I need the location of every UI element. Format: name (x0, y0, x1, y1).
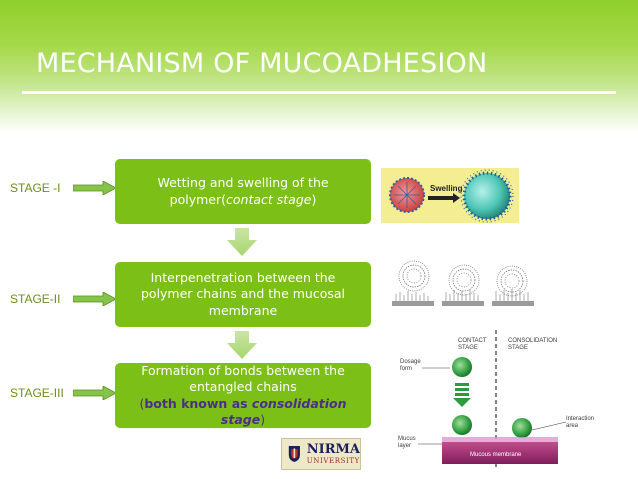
stage-1-label: STAGE -I (10, 181, 61, 195)
stage-2-line-2: polymer chains and the mucosal (140, 286, 345, 302)
stage-2-line-3: membrane (208, 302, 278, 318)
swelling-illustration: Swelling (381, 168, 519, 223)
stage-2-arrow-icon (73, 292, 117, 306)
nirma-university-logo: NIRMA UNIVERSITY (281, 438, 361, 470)
logo-name: NIRMA (306, 442, 360, 457)
stage-1-box: Wetting and swelling of the polymer(cont… (115, 159, 371, 224)
stage-3-line-1: Formation of bonds between the (141, 363, 345, 378)
stage-2-box: Interpenetration between the polymer cha… (115, 262, 371, 327)
logo-subtitle: UNIVERSITY (306, 457, 360, 465)
stage-3-arrow-icon (73, 386, 117, 400)
interpenetration-illustration (392, 260, 534, 306)
stage-3-line-3: (both known as consolidation stage) (139, 395, 347, 427)
title-underline (22, 91, 616, 94)
page-title: MECHANISM OF MUCOADHESION (36, 48, 488, 79)
stage-3-line-2: entangled chains (189, 379, 297, 395)
stage-3-box: Formation of bonds between the entangled… (115, 363, 371, 428)
title-banner (0, 0, 638, 132)
stage-2-label: STAGE-II (10, 292, 61, 306)
down-arrow-1-icon (227, 228, 257, 256)
stage-1-arrow-icon (73, 181, 117, 195)
stage-1-line-1: Wetting and swelling of the (157, 175, 329, 191)
stage-1-line-2: polymer(contact stage) (169, 191, 317, 207)
stage-3-label: STAGE-III (10, 386, 64, 400)
down-arrow-2-icon (227, 331, 257, 359)
mucous-membrane-label: Mucous membrane (470, 452, 522, 458)
stage-2-line-1: Interpenetration between the (150, 270, 336, 286)
swelling-caption: Swelling (430, 184, 463, 193)
university-crest-icon (288, 446, 300, 462)
